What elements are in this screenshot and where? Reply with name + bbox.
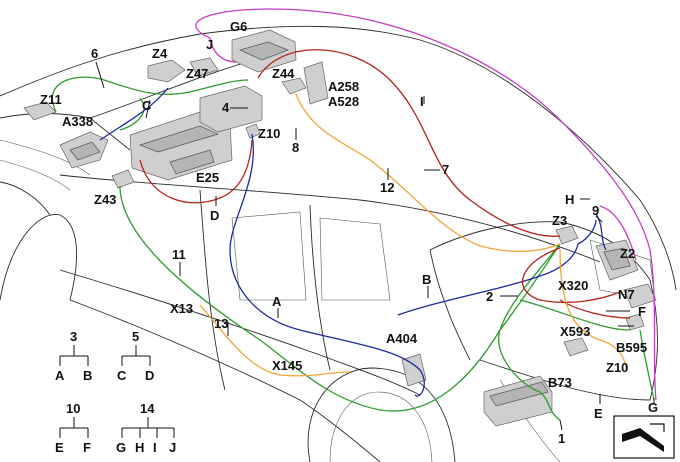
harness-1 (497, 243, 561, 421)
label-H: H (565, 192, 574, 207)
tree-5-leaf-d: D (145, 368, 154, 383)
label-Z11: Z11 (40, 92, 62, 107)
tree-10-leaf-e: E (55, 440, 64, 455)
legend-tree-3: 3 A B (55, 329, 92, 383)
label-E25: E25 (196, 170, 219, 185)
label-X145: X145 (272, 358, 302, 373)
label-E: E (594, 406, 603, 421)
harness-11 (119, 185, 561, 412)
label-D: D (210, 208, 219, 223)
label-A258: A258 (328, 79, 359, 94)
tree-3-root: 3 (70, 329, 77, 344)
legend-tree-14: 14 G H I J (116, 401, 176, 455)
connector-z3-shape (555, 225, 579, 245)
label-C: C (142, 98, 152, 113)
label-1: 1 (558, 431, 565, 446)
label-X593: X593 (560, 324, 590, 339)
label-G6: G6 (230, 19, 247, 34)
label-Z4: Z4 (152, 46, 168, 61)
label-B595: B595 (616, 340, 647, 355)
tree-14-leaf-j: J (169, 440, 176, 455)
label-4: 4 (222, 100, 230, 115)
label-9: 9 (592, 203, 599, 218)
label-A: A (272, 294, 282, 309)
tree-14-leaf-h: H (135, 440, 144, 455)
view-direction-icon (613, 415, 675, 459)
harnesses (51, 8, 657, 421)
label-6: 6 (91, 46, 98, 61)
legend-tree-10: 10 E F (55, 401, 91, 455)
label-A338: A338 (62, 114, 93, 129)
tree-5-leaf-c: C (117, 368, 127, 383)
module-n7-shape (623, 283, 657, 309)
harness-A (229, 133, 425, 397)
tree-5-root: 5 (132, 329, 139, 344)
label-X320: X320 (558, 278, 588, 293)
label-12: 12 (380, 180, 394, 195)
label-B: B (422, 272, 431, 287)
label-Z2: Z2 (620, 246, 635, 261)
label-Z3: Z3 (552, 213, 567, 228)
label-Z47: Z47 (186, 66, 208, 81)
tree-10-leaf-f: F (83, 440, 91, 455)
module-z4-shape (147, 59, 186, 83)
label-A404: A404 (386, 331, 418, 346)
tree-3-leaf-b: B (83, 368, 92, 383)
label-8: 8 (292, 140, 299, 155)
harness-6 (51, 76, 249, 113)
label-Z43: Z43 (94, 192, 116, 207)
harness-I (195, 8, 657, 401)
label-B73: B73 (548, 375, 572, 390)
harness-2 (522, 247, 621, 304)
label-G: G (648, 400, 658, 415)
legend-tree-5: 5 C D (117, 329, 154, 383)
label-X13: X13 (170, 301, 193, 316)
harness-D (139, 139, 253, 204)
label-11: 11 (172, 247, 186, 262)
label-J: J (206, 37, 213, 52)
tree-14-root: 14 (140, 401, 155, 416)
label-I: I (420, 94, 424, 109)
tree-14-leaf-i: I (153, 440, 157, 455)
legend: 3 A B 5 C D 10 E F 14 G H I J (55, 329, 176, 455)
label-2: 2 (486, 289, 493, 304)
module-a258-shape (303, 61, 329, 105)
module-4-shape (199, 85, 263, 133)
label-A528: A528 (328, 94, 359, 109)
label-7: 7 (442, 162, 449, 177)
label-N7: N7 (618, 287, 635, 302)
label-13: 13 (214, 316, 228, 331)
label-Z10-bottom: Z10 (606, 360, 628, 375)
module-a404-shape (401, 353, 427, 387)
label-F: F (638, 304, 646, 319)
tree-14-leaf-g: G (116, 440, 126, 455)
connector-z43-shape (111, 169, 135, 189)
tree-3-leaf-a: A (55, 368, 65, 383)
harness-13 (199, 304, 351, 377)
harness-12 (295, 93, 561, 252)
tree-10-root: 10 (66, 401, 80, 416)
label-Z10-top: Z10 (258, 126, 280, 141)
label-Z44: Z44 (272, 66, 295, 81)
components (23, 29, 657, 427)
connector-z44-shape (281, 77, 307, 95)
harness-7 (257, 49, 561, 237)
labels: G6 J Z4 Z47 6 Z11 C A338 4 Z44 A258 A528… (40, 19, 658, 446)
leaders (95, 61, 655, 431)
connector-x593-shape (563, 337, 589, 357)
car-outline (0, 25, 677, 462)
